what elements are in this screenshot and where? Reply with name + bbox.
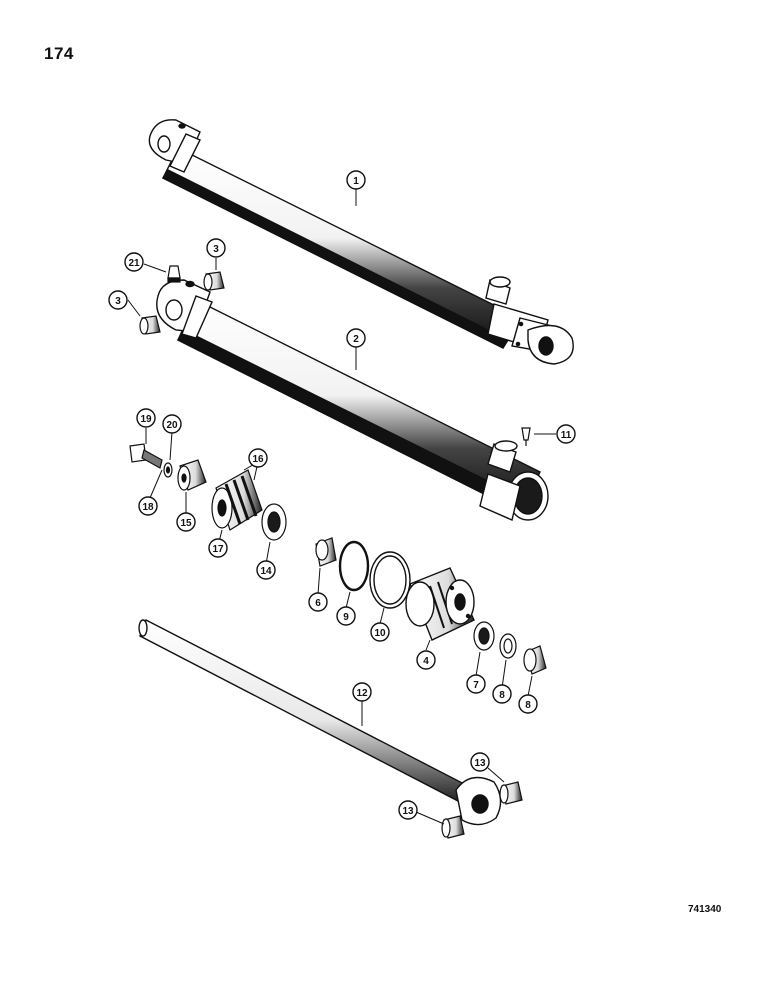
piston-rod [138,619,502,826]
callout-9: 9 [343,612,349,623]
callout-3-left: 3 [115,296,121,307]
grease-fitting [167,265,181,283]
callout-7: 7 [473,680,479,691]
bolt [129,443,163,469]
bushing-left [139,315,161,335]
rod-bushing [315,537,337,567]
callout-3-upper: 3 [213,244,219,255]
bushing-upper [203,271,225,291]
callout-1: 1 [353,176,359,187]
lock-washer [163,462,173,478]
cylinder-barrel [156,279,549,521]
reference-code: 741340 [688,904,722,915]
callout-13-right: 13 [474,758,486,769]
leader-lines [127,188,556,825]
rod-eye-bushing-right [499,781,523,805]
callout-4: 4 [423,656,429,667]
piston-nut [177,459,207,491]
o-ring [338,540,370,592]
callout-14: 14 [260,566,272,577]
cylinder-tube-upper [148,119,574,365]
callout-18: 18 [142,502,154,513]
callout-11: 11 [561,430,572,441]
callout-numbers: 1 2 3 3 21 19 20 18 15 17 16 14 6 9 10 4… [115,176,572,817]
wiper-ring [499,633,517,659]
page-number: 174 [44,44,74,63]
callout-21: 21 [128,258,140,269]
callout-17: 17 [212,544,224,555]
piston-ring [261,503,287,541]
rod-wiper [523,645,547,675]
set-screw [521,427,531,446]
callout-12: 12 [356,688,368,699]
piston [211,469,263,531]
callout-6: 6 [315,598,321,609]
callout-2: 2 [353,334,359,345]
callout-circles [108,170,576,820]
callout-15: 15 [180,518,192,529]
cylinder-gland [405,567,475,641]
rod-eye-bushing-left [441,815,465,839]
callout-16: 16 [252,454,264,465]
rod-seal [473,621,495,651]
backup-ring [369,551,411,609]
callout-8-first: 8 [499,690,505,701]
callout-20: 20 [166,420,178,431]
callout-13-left: 13 [402,806,414,817]
callout-19: 19 [140,414,152,425]
callout-8-second: 8 [525,700,531,711]
callout-10: 10 [374,628,386,639]
